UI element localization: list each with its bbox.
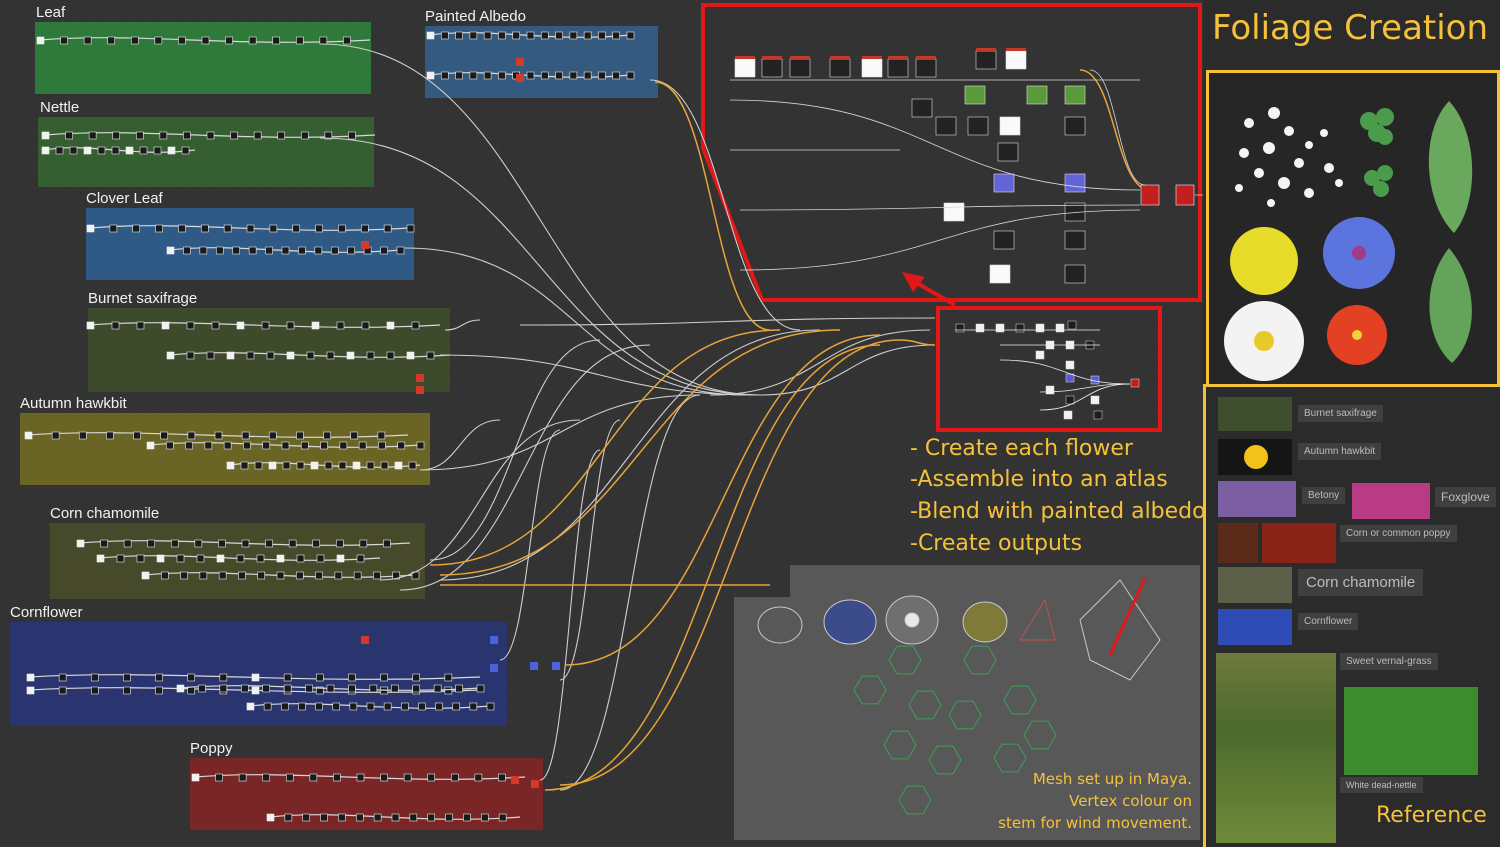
frame-leaf[interactable] [35,22,371,94]
ref-caption-foxglove: Foxglove [1435,487,1496,507]
maya-viewport-top [790,565,1200,599]
steps-note-3: -Blend with painted albedo [910,499,1206,524]
ref-caption-corn-chamomile: Corn chamomile [1298,569,1424,596]
photo-autumn-hawkbit [1218,439,1292,475]
steps-note-2: -Assemble into an atlas [910,467,1168,492]
frame-title-autumn-hawkbit: Autumn hawkbit [20,395,127,412]
ref-caption-autumn-hawkbit: Autumn hawkbit [1298,443,1382,460]
photo-betony [1218,481,1296,517]
ref-caption-betony: Betony [1302,487,1346,504]
leaf-sprite-bottom [1429,248,1472,363]
photo-foxglove [1352,483,1430,519]
reference-photos-panel: Burnet saxifrage Autumn hawkbit Betony F… [1203,384,1500,847]
arrow-line [914,280,956,307]
ref-caption-cornflower: Cornflower [1298,613,1359,630]
frame-title-corn-chamomile: Corn chamomile [50,505,160,522]
maya-note-1: Mesh set up in Maya. [1032,770,1192,788]
maya-note-3: stem for wind movement. [998,814,1192,832]
frame-title-burnet-saxifrage: Burnet saxifrage [88,290,198,307]
steps-note-1: - Create each flower [910,436,1133,461]
photo-white-dead-nettle [1344,687,1478,775]
frame-title-cornflower: Cornflower [10,604,83,621]
white-flowers-cluster [1235,107,1343,207]
photo-sweet-vernal-grass [1216,653,1336,843]
photo-poppy-1 [1218,523,1258,563]
photo-cornflower [1218,609,1292,645]
frame-title-poppy: Poppy [190,740,233,757]
ref-caption-corn-poppy: Corn or common poppy [1340,525,1457,542]
sidebar-title: Foliage Creation [1212,8,1489,48]
reference-label: Reference [1376,803,1487,828]
maya-note-2: Vertex colour on [1069,792,1192,810]
ref-caption-burnet-saxifrage: Burnet saxifrage [1298,405,1383,422]
leaf-sprite-top [1428,101,1473,233]
photo-corn-chamomile [1218,567,1292,603]
clover-sprites [1360,108,1394,197]
reference-sidebar: Foliage Creation [1203,0,1500,847]
flower-sprites [1224,101,1473,381]
frame-nettle[interactable] [38,117,374,187]
frame-title-leaf: Leaf [36,4,66,21]
ref-caption-sweet-vernal-grass: Sweet vernal-grass [1340,653,1438,670]
hawkbit-sprite [1230,227,1298,295]
steps-note-4: -Create outputs [910,531,1083,556]
ref-caption-white-dead-nettle: White dead-nettle [1340,777,1423,793]
flower-sprites-panel [1206,70,1500,387]
outputs-highlight-box [936,306,1162,432]
maya-viewport [734,597,1200,840]
frame-title-painted-albedo: Painted Albedo [425,8,526,25]
frame-title-nettle: Nettle [40,99,80,116]
frame-title-clover-leaf: Clover Leaf [86,190,163,207]
arrow-head [902,272,925,292]
photo-poppy-2 [1262,523,1336,563]
frame-clover-leaf[interactable] [86,208,414,280]
photo-burnet-saxifrage [1218,397,1292,431]
